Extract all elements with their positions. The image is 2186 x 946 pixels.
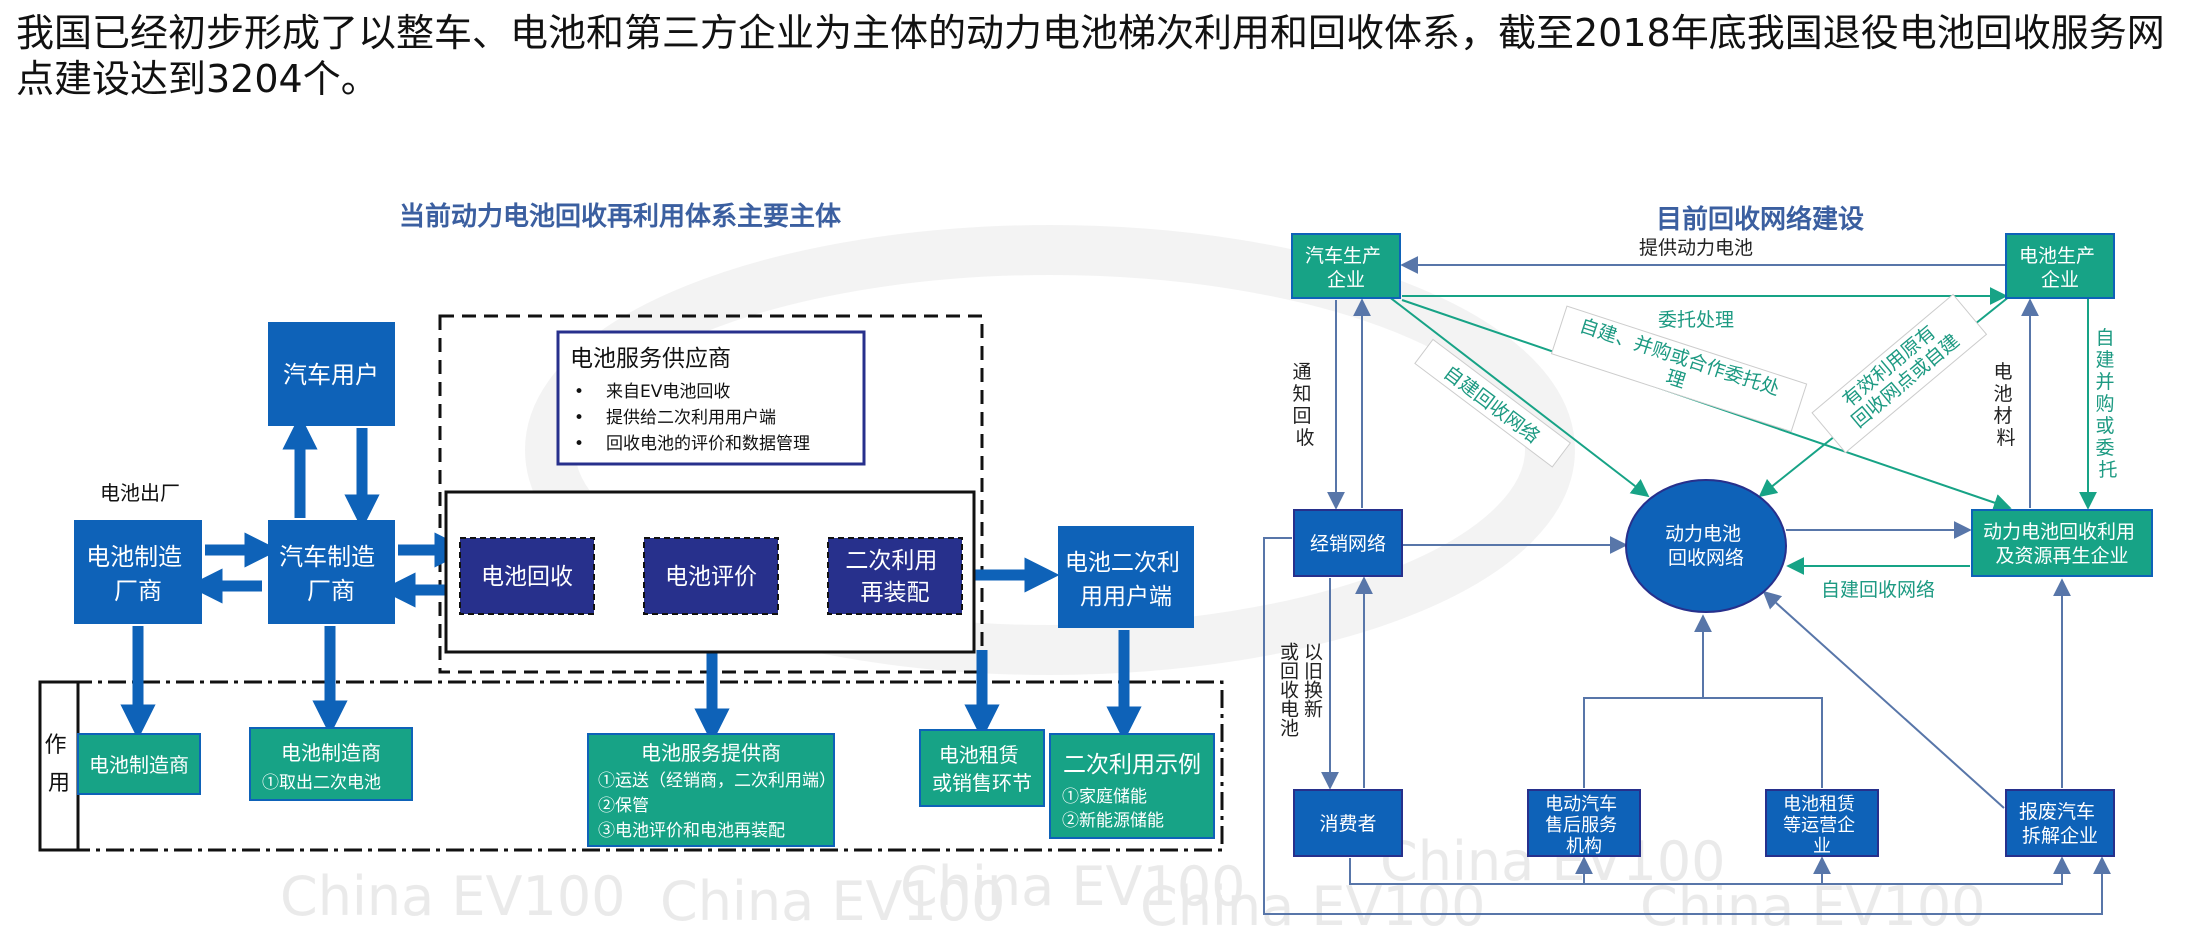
service-item-3: 回收电池的评价和数据管理 bbox=[606, 434, 810, 454]
arrow-service-rental-to-hub bbox=[1583, 697, 1823, 788]
car-maker-box bbox=[268, 520, 395, 624]
watermark: China EV100 bbox=[280, 865, 626, 928]
watermark: China EV100 bbox=[900, 855, 1246, 918]
service-provider-list: • 来自EV电池回收 • 提供给二次利用用户端 • 回收电池的评价和数据管理 bbox=[574, 382, 810, 454]
role-car-maker-line: ①取出二次电池 bbox=[262, 773, 381, 793]
arrow-bottom-loop-2 bbox=[1349, 856, 2071, 885]
left-diagram: 当前动力电池回收再利用体系主要主体 作 用 bbox=[38, 201, 1224, 852]
rental: 电池租赁 等运营企 业 bbox=[1783, 794, 1861, 857]
scrap-box bbox=[2005, 789, 2115, 857]
step-recycle: 电池回收 bbox=[481, 564, 573, 590]
role-battery-maker-box bbox=[77, 733, 201, 795]
watermark: China EV100 bbox=[1640, 875, 1986, 938]
role-battery-maker: 电池制造商 bbox=[89, 753, 189, 777]
entrust-label: 委托处理 bbox=[1658, 309, 1734, 331]
dealer: 经销网络 bbox=[1310, 533, 1386, 555]
step-evaluate-box bbox=[643, 537, 779, 615]
arrow-scrap-to-hub bbox=[1762, 590, 2005, 809]
step-reassemble: 二次利用 再装配 bbox=[845, 548, 944, 606]
step-recycle-box bbox=[459, 537, 595, 615]
second-use-end-box bbox=[1058, 526, 1194, 628]
ev-service-box bbox=[1527, 789, 1641, 857]
battery-producer-box bbox=[2005, 233, 2115, 299]
role-service-box bbox=[587, 733, 835, 847]
battery-maker: 电池制造 厂商 bbox=[86, 543, 190, 605]
role-service-line-2: ②保管 bbox=[598, 796, 649, 816]
consumer: 消费者 bbox=[1319, 813, 1376, 835]
watermark: China EV100 bbox=[1140, 875, 1486, 938]
car-producer-box bbox=[1291, 233, 1401, 299]
second-use-end: 电池二次利 用用户端 bbox=[1065, 550, 1187, 610]
hub: 动力电池 回收网络 bbox=[1665, 523, 1747, 569]
battery-maker-box bbox=[74, 520, 202, 624]
right-title: 目前回收网络建设 bbox=[1656, 204, 1864, 235]
role-rental-box bbox=[919, 729, 1045, 807]
trade-in-label: 以旧换新 或回收电池 bbox=[1277, 642, 1323, 737]
role-band bbox=[38, 680, 1224, 852]
battery-producer: 电池生产 企业 bbox=[2019, 245, 2101, 291]
consumer-box bbox=[1293, 789, 1403, 857]
bullet: • bbox=[574, 382, 584, 402]
service-item-1: 来自EV电池回收 bbox=[606, 382, 730, 402]
role-rental: 电池租赁 或销售环节 bbox=[932, 743, 1032, 795]
bullet: • bbox=[574, 434, 584, 454]
role-service-title: 电池服务提供商 bbox=[641, 741, 781, 765]
hub-ellipse bbox=[1625, 479, 1787, 613]
supply-battery-label: 提供动力电池 bbox=[1639, 237, 1753, 259]
headline: 我国已经初步形成了以整车、电池和第三方企业为主体的动力电池梯次利用和回收体系，截… bbox=[16, 11, 2165, 101]
role-label-box bbox=[38, 680, 80, 852]
car-user-box bbox=[268, 322, 395, 426]
rental-box bbox=[1765, 789, 1879, 857]
scrap: 报废汽车 拆解企业 bbox=[2019, 801, 2101, 847]
arrow-car-to-hub bbox=[1387, 295, 1650, 498]
step-evaluate: 电池评价 bbox=[665, 564, 757, 590]
role-car-maker-box bbox=[249, 727, 413, 801]
role-service-line-3: ③电池评价和电池再装配 bbox=[598, 821, 785, 841]
watermark: China EV100 bbox=[660, 870, 1006, 933]
car-maker: 汽车制造 厂商 bbox=[279, 543, 383, 605]
self-build-merge-label: 自 建 并 购 或 委 托 bbox=[2095, 327, 2120, 481]
role-example-line-1: ①家庭储能 bbox=[1062, 787, 1147, 807]
recycler-box bbox=[1971, 509, 2153, 577]
dealer-box bbox=[1293, 509, 1403, 577]
role-example-box bbox=[1049, 733, 1215, 839]
battery-factory-label: 电池出厂 bbox=[100, 481, 180, 505]
label-use-existing: 有效利用原有 回收网点或自建 bbox=[1811, 293, 1988, 454]
role-service-line-1: ①运送（经销商，二次利用端） bbox=[598, 771, 836, 791]
service-item-2: 提供给二次利用用户端 bbox=[606, 408, 776, 428]
service-provider-title: 电池服务供应商 bbox=[570, 346, 731, 372]
bullet: • bbox=[574, 408, 584, 428]
ev-service: 电动汽车 售后服务 机构 bbox=[1545, 794, 1623, 857]
notify-label: 通 知 回 收 bbox=[1292, 361, 1317, 449]
self-build-network-label-2: 自建回收网络 bbox=[1821, 579, 1935, 601]
role-label: 作 用 bbox=[44, 733, 73, 796]
battery-material-label: 电 池 材 料 bbox=[1993, 361, 2018, 449]
role-example-line-2: ②新能源储能 bbox=[1062, 811, 1164, 831]
service-provider-box bbox=[556, 330, 866, 466]
left-title: 当前动力电池回收再利用体系主要主体 bbox=[399, 201, 842, 232]
car-user: 汽车用户 bbox=[283, 361, 379, 389]
car-producer: 汽车生产 企业 bbox=[1305, 245, 1387, 291]
step-reassemble-box bbox=[827, 537, 963, 615]
arrow-bottom-loop-1 bbox=[1263, 537, 2111, 915]
role-car-maker-title: 电池制造商 bbox=[281, 741, 381, 765]
role-example-title: 二次利用示例 bbox=[1063, 752, 1201, 778]
recycler: 动力电池回收利用 及资源再生企业 bbox=[1983, 521, 2141, 567]
